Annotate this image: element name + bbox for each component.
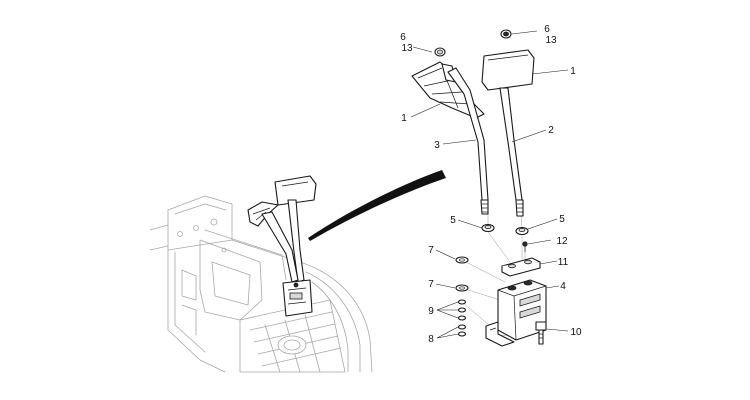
part-tube-right: [499, 87, 524, 217]
part-tube-left: [447, 67, 489, 215]
part-washer-upper: [455, 256, 469, 264]
part-nut-stack-8: [457, 324, 467, 337]
part-mounting-bracket: [485, 279, 547, 347]
callout-6-left: 6: [400, 32, 406, 43]
callout-7-upper: 7: [428, 245, 434, 256]
part-cap-left: [434, 47, 446, 57]
callout-8: 8: [428, 334, 434, 345]
machine-context-view: [149, 195, 373, 373]
part-grommet-left: [481, 223, 495, 233]
view-link-arrow: [308, 170, 446, 241]
part-bolt-10: [535, 321, 547, 345]
callout-6-right: 6: [544, 24, 550, 35]
callout-2: 2: [548, 125, 554, 136]
part-cap-right: [500, 29, 512, 39]
callout-13-left: 13: [401, 43, 413, 54]
callout-7-lower: 7: [428, 279, 434, 290]
part-footrest-pad-right: [481, 49, 535, 91]
leader-lines: [410, 30, 569, 339]
callout-11: 11: [558, 257, 569, 268]
part-washer-stack-9: [457, 299, 467, 321]
callout-labels: 6 13 6 13 1 1 2 3 5 5 12 7 11 7 4 9 10 8: [400, 24, 582, 345]
callout-1-left: 1: [401, 113, 407, 124]
callout-3: 3: [434, 140, 440, 151]
part-washer-lower: [455, 284, 469, 292]
footrest-installed-view: [247, 175, 317, 317]
part-clamp-plate: [501, 257, 541, 277]
part-grommet-right: [515, 226, 529, 236]
callout-5-right: 5: [559, 214, 565, 225]
callout-1-right: 1: [570, 66, 576, 77]
part-small-screw: [522, 241, 528, 252]
callout-10: 10: [570, 327, 582, 338]
callout-12: 12: [556, 236, 568, 247]
callout-13-right: 13: [545, 35, 557, 46]
callout-4: 4: [560, 281, 566, 292]
callout-5-left: 5: [450, 215, 456, 226]
callout-9: 9: [428, 306, 434, 317]
